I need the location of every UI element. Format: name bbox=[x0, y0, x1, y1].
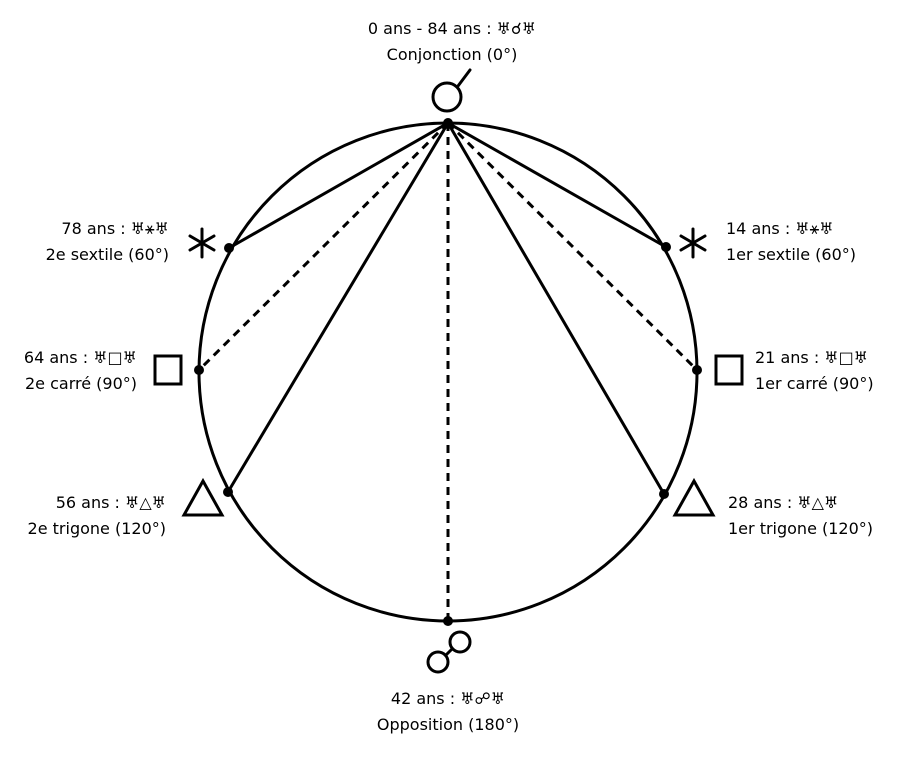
chord-sextile-2 bbox=[228, 121, 449, 250]
point-square-1 bbox=[692, 365, 702, 375]
sextile-1-label-aspect: 1er sextile (60°) bbox=[726, 245, 856, 264]
point-sextile-1 bbox=[661, 242, 671, 252]
sextile-icon bbox=[679, 227, 707, 259]
trine-icon bbox=[181, 477, 225, 517]
sextile-icon bbox=[188, 227, 216, 259]
square-2-label-age: 64 ans : ♅□♅ bbox=[24, 348, 137, 367]
conjunction-label-aspect: Conjonction (0°) bbox=[387, 45, 518, 64]
conjunction-icon bbox=[431, 68, 472, 113]
sextile-2-label-age: 78 ans : ♅⚹♅ bbox=[61, 219, 169, 238]
opposition-label-age: 42 ans : ♅☍♅ bbox=[391, 689, 505, 708]
chord-trine-2 bbox=[226, 122, 450, 493]
chord-trine-1 bbox=[446, 122, 666, 495]
square-icon bbox=[714, 354, 744, 386]
trine-1-label-aspect: 1er trigone (120°) bbox=[728, 519, 873, 538]
trine-1-label-age: 28 ans : ♅△♅ bbox=[728, 493, 838, 512]
point-trine-2 bbox=[223, 487, 233, 497]
square-icon bbox=[153, 354, 183, 386]
square-1-label-age: 21 ans : ♅□♅ bbox=[755, 348, 868, 367]
point-square-2 bbox=[194, 365, 204, 375]
chord-sextile-1 bbox=[447, 121, 667, 249]
sextile-2-label-aspect: 2e sextile (60°) bbox=[46, 245, 169, 264]
opposition-icon bbox=[426, 630, 472, 674]
point-opposition bbox=[443, 616, 453, 626]
conjunction-label-age: 0 ans - 84 ans : ♅☌♅ bbox=[368, 19, 536, 38]
chord-square-1 bbox=[446, 121, 699, 372]
square-1-label-aspect: 1er carré (90°) bbox=[755, 374, 874, 393]
opposition-label-aspect: Opposition (180°) bbox=[377, 715, 519, 734]
trine-2-label-aspect: 2e trigone (120°) bbox=[28, 519, 166, 538]
sextile-1-label-age: 14 ans : ♅⚹♅ bbox=[726, 219, 834, 238]
trine-2-label-age: 56 ans : ♅△♅ bbox=[56, 493, 166, 512]
chord-square-2 bbox=[197, 121, 450, 372]
point-trine-1 bbox=[659, 489, 669, 499]
point-conjunction bbox=[443, 118, 453, 128]
square-2-label-aspect: 2e carré (90°) bbox=[25, 374, 137, 393]
trine-icon bbox=[672, 477, 716, 517]
point-sextile-2 bbox=[224, 243, 234, 253]
